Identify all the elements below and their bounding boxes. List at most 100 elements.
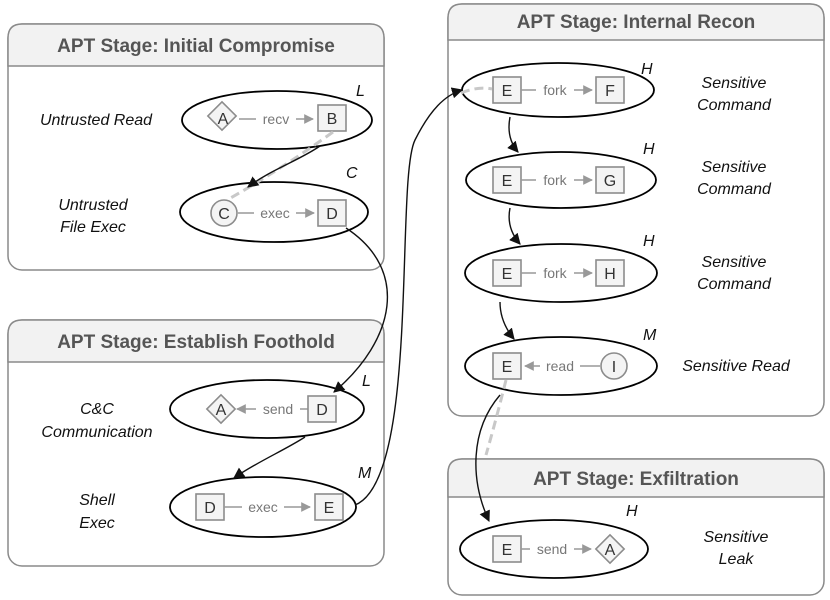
step-label: Command — [697, 276, 772, 293]
edge-label: recv — [263, 111, 289, 127]
level-indicator: H — [641, 61, 653, 78]
flow-arrow-read-to-exec — [247, 145, 321, 188]
edge-label-bg — [536, 81, 574, 99]
step-label: Sensitive — [702, 159, 767, 176]
edge-label: fork — [543, 172, 567, 188]
stage-initial-compromise-header — [7, 23, 385, 67]
node-label: I — [612, 359, 616, 376]
edge-label: fork — [543, 265, 567, 281]
node-label: E — [502, 266, 513, 283]
file-node-circle — [210, 199, 238, 227]
step-label: C&C — [80, 401, 114, 418]
node-label: E — [502, 173, 513, 190]
stage-internal-recon: APT Stage: Internal Recon Sensitive Comm… — [447, 3, 825, 417]
edge-label: send — [537, 541, 567, 557]
step-label: Untrusted — [58, 197, 128, 214]
node-label: D — [326, 206, 338, 223]
socket-node-diamond — [594, 533, 626, 565]
step-label: Sensitive Read — [682, 358, 791, 375]
level-indicator: H — [643, 233, 655, 250]
process-node-rect — [492, 76, 522, 104]
step-sensitive-command-h: Sensitive Command H E fork H — [464, 233, 772, 303]
step-untrusted-file-exec: Untrusted File Exec C C exec D — [58, 165, 369, 243]
node-label: A — [218, 111, 229, 128]
file-node-circle — [600, 352, 628, 380]
step-shell-exec: Shell Exec M D exec E — [79, 465, 372, 538]
stage-establish-foothold-title: APT Stage: Establish Foothold — [57, 332, 335, 353]
node-label: F — [605, 83, 615, 100]
dependency-dashed-e-exfil — [484, 379, 508, 456]
process-node-rect — [595, 166, 625, 194]
node-label: C — [218, 206, 230, 223]
edge-label: send — [263, 401, 293, 417]
node-label: E — [502, 83, 513, 100]
level-indicator: L — [362, 373, 371, 390]
process-node-rect — [317, 199, 347, 227]
flow-arrow-read-to-leak — [475, 394, 501, 523]
node-label: G — [604, 173, 616, 190]
edge-label-bg — [242, 498, 284, 516]
edge-label-bg — [256, 400, 300, 418]
node-label: E — [324, 500, 335, 517]
flow-arrow-exec-to-cc — [333, 227, 389, 393]
edge-label: read — [546, 358, 574, 374]
stage-internal-recon-header — [447, 3, 825, 41]
step-sensitive-command-g: Sensitive Command H E fork G — [465, 141, 772, 209]
level-indicator: M — [358, 465, 372, 482]
node-label: D — [316, 402, 328, 419]
step-label: Sensitive — [702, 254, 767, 271]
flow-connections — [226, 86, 521, 523]
node-label: E — [502, 542, 513, 559]
step-label: Shell — [79, 492, 115, 509]
socket-node-diamond — [206, 100, 238, 132]
node-label: E — [502, 359, 513, 376]
socket-node-diamond — [205, 393, 237, 425]
process-node-rect — [595, 76, 625, 104]
stage-exfiltration-title: APT Stage: Exfiltration — [533, 469, 739, 490]
edge-label: exec — [260, 205, 290, 221]
edge-label-bg — [530, 540, 574, 558]
process-node-rect — [314, 493, 344, 521]
stage-initial-compromise: APT Stage: Initial Compromise Untrusted … — [7, 23, 385, 271]
level-indicator: C — [346, 165, 358, 182]
level-indicator: M — [643, 327, 657, 344]
node-label: B — [327, 111, 338, 128]
node-label: A — [605, 542, 616, 559]
step-sensitive-read: Sensitive Read M E read I — [464, 327, 791, 396]
dependency-dashed-e-recon — [460, 86, 493, 95]
step-untrusted-read: Untrusted Read L A recv B — [40, 83, 373, 150]
flow-arrow-f-to-g — [507, 116, 519, 153]
edge-label-bg — [536, 171, 574, 189]
node-label: A — [216, 402, 227, 419]
flow-arrow-h-to-read — [499, 301, 515, 340]
step-label: Leak — [719, 551, 755, 568]
stage-establish-foothold: APT Stage: Establish Foothold C&C Commun… — [7, 319, 385, 567]
process-node-rect — [492, 352, 522, 380]
step-sensitive-command-f: Sensitive Command H E fork F — [461, 61, 772, 118]
process-node-rect — [195, 493, 225, 521]
process-node-rect — [307, 395, 337, 423]
step-label: Sensitive — [704, 529, 769, 546]
process-node-rect — [317, 104, 347, 132]
process-node-rect — [595, 259, 625, 287]
edge-label-bg — [536, 264, 574, 282]
stage-internal-recon-title: APT Stage: Internal Recon — [517, 12, 756, 33]
flow-arrow-shell-to-recon — [354, 87, 464, 506]
edge-label-bg — [254, 204, 296, 222]
stage-exfiltration-header — [447, 458, 825, 498]
level-indicator: H — [626, 503, 638, 520]
step-label: File Exec — [60, 219, 126, 236]
step-sensitive-leak: Sensitive Leak H E send A — [459, 503, 769, 579]
node-label: D — [204, 500, 216, 517]
flow-arrow-cc-to-shell — [233, 436, 306, 479]
edge-label: fork — [543, 82, 567, 98]
stage-establish-foothold-header — [7, 319, 385, 363]
step-cc-communication: C&C Communication L A send D — [41, 373, 370, 441]
step-label: Exec — [79, 515, 115, 532]
node-label: H — [604, 266, 616, 283]
step-label: Communication — [41, 424, 152, 441]
step-label: Untrusted Read — [40, 112, 153, 129]
stage-exfiltration: APT Stage: Exfiltration Sensitive Leak H… — [447, 458, 825, 596]
step-label: Command — [697, 181, 772, 198]
